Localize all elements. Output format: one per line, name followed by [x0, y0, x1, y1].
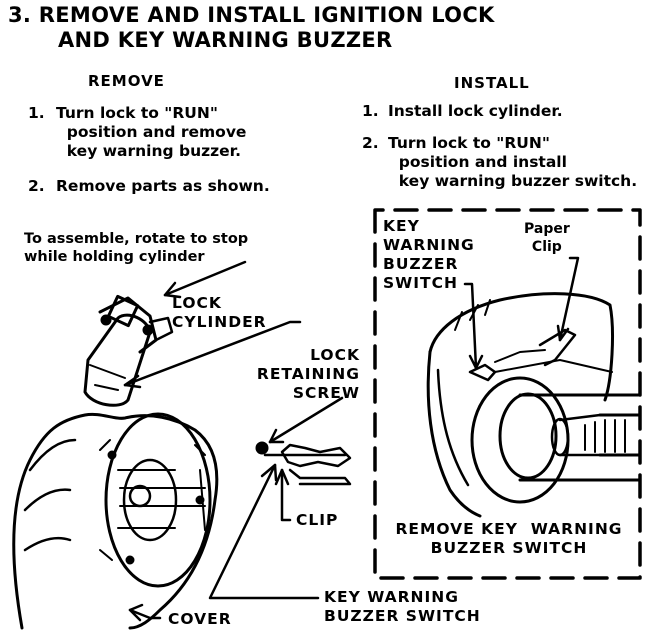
- heading-line-1: 3. REMOVE AND INSTALL IGNITION LOCK: [8, 3, 495, 27]
- remove-step-2-num: 2.: [28, 177, 45, 195]
- right-buzzer-switch-label: KEY WARNING BUZZER SWITCH: [383, 217, 475, 292]
- leader-paper-clip: [558, 256, 580, 342]
- remove-step-1: 1. Turn lock to "RUN" position and remov…: [28, 104, 308, 164]
- install-title: INSTALL: [454, 74, 530, 92]
- install-step-1-num: 1.: [362, 102, 379, 120]
- lock-retaining-screw-label: LOCK RETAINING SCREW: [256, 346, 360, 402]
- cover-label: COVER: [168, 610, 232, 628]
- remove-step-1-num: 1.: [28, 104, 45, 122]
- install-step-2-num: 2.: [362, 134, 379, 152]
- right-detail-view: [373, 208, 642, 580]
- lock-cylinder-graphic: [83, 294, 174, 407]
- key-warning-buzzer-switch-label: KEY WARNING BUZZER SWITCH: [324, 588, 481, 625]
- hand-fingers: [23, 438, 77, 552]
- remove-step-2: 2. Remove parts as shown.: [28, 177, 318, 197]
- install-step-1: 1. Install lock cylinder.: [362, 102, 652, 122]
- leader-buzzer-switch: [208, 463, 320, 600]
- column-housing: [428, 292, 614, 402]
- heading-line-2: AND KEY WARNING BUZZER: [58, 28, 393, 52]
- install-step-1-text: Install lock cylinder.: [388, 102, 563, 120]
- remove-step-2-text: Remove parts as shown.: [56, 177, 270, 195]
- remove-switch-caption: REMOVE KEY WARNING BUZZER SWITCH: [395, 520, 623, 557]
- dashed-frame: [373, 208, 642, 580]
- leader-cover: [128, 608, 162, 620]
- assemble-note: To assemble, rotate to stop while holdin…: [24, 231, 249, 265]
- leader-buzzer-switch-right: [463, 282, 478, 370]
- cover-inner: [122, 458, 178, 542]
- lock-cylinder-label: LOCK CYLINDER: [172, 294, 267, 331]
- paper-clip-label: Paper Clip: [524, 221, 570, 255]
- leader-lock-cylinder: [123, 320, 302, 387]
- hand-outline: [12, 412, 219, 630]
- remove-title: REMOVE: [88, 72, 165, 90]
- left-exploded-view: [12, 260, 352, 630]
- clip-label: CLIP: [296, 511, 339, 529]
- install-step-2: 2. Turn lock to "RUN" position and insta…: [362, 134, 662, 194]
- remove-step-1-text: Turn lock to "RUN" position and remove k…: [56, 104, 247, 160]
- leader-retaining-screw: [268, 396, 344, 444]
- install-step-2-text: Turn lock to "RUN" position and install …: [388, 134, 638, 190]
- leader-assemble-note: [163, 260, 247, 297]
- leader-clip: [280, 468, 292, 522]
- buzzer-switch-graphic: [255, 441, 352, 486]
- cover-disc: [104, 412, 212, 588]
